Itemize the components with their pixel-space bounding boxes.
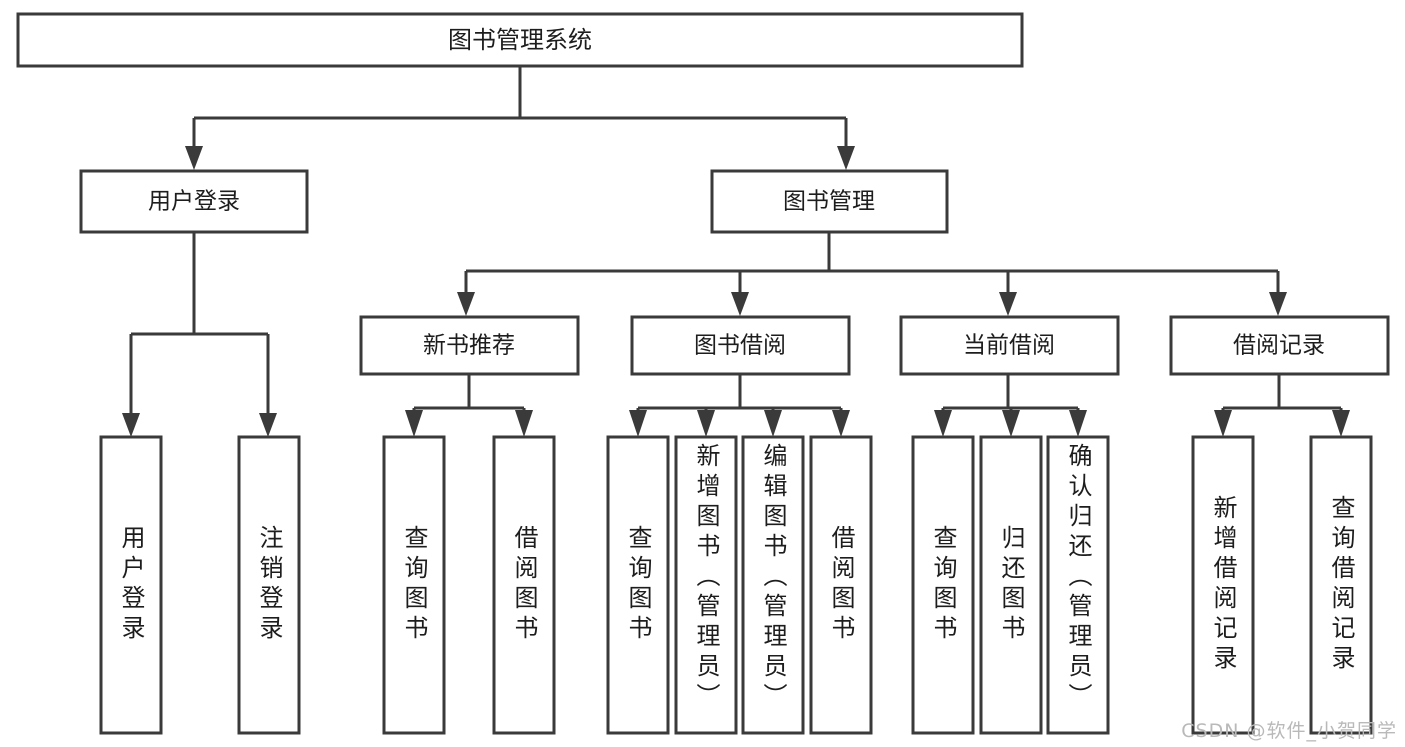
- leaf-logout-login-label: 注销登录: [255, 525, 283, 645]
- leaf-edit-book-label: 编辑图书（管理员）: [759, 443, 787, 713]
- node-current-borrow[interactable]: 当前借阅: [899, 315, 1120, 376]
- leaf-return-book[interactable]: 归还图书: [981, 437, 1041, 733]
- connector-bookmgmt-to-level3: [457, 233, 1287, 316]
- leaf-add-record[interactable]: 新增借阅记录: [1193, 437, 1253, 733]
- leaf-query-record-label: 查询借阅记录: [1327, 495, 1355, 675]
- leaf-box-query-book-3: [911, 435, 975, 735]
- node-book-management-label: 图书管理: [783, 189, 875, 215]
- leaf-query-record[interactable]: 查询借阅记录: [1311, 437, 1371, 733]
- leaf-borrow-book-2[interactable]: 借阅图书: [811, 437, 871, 733]
- leaf-confirm-return-label: 确认归还（管理员）: [1064, 443, 1092, 713]
- leaf-user-login[interactable]: 用户登录: [101, 437, 161, 733]
- leaf-return-book-label: 归还图书: [997, 525, 1025, 645]
- node-borrow-record-label: 借阅记录: [1233, 333, 1325, 359]
- connector-userlogin-to-leaves: [122, 233, 277, 437]
- leaf-query-book-1[interactable]: 查询图书: [384, 437, 444, 733]
- leaf-add-record-label: 新增借阅记录: [1209, 495, 1237, 675]
- leaf-borrow-book-1[interactable]: 借阅图书: [494, 437, 554, 733]
- csdn-watermark: CSDN @软件_小贺同学: [1181, 720, 1397, 742]
- node-borrow-record[interactable]: 借阅记录: [1169, 315, 1390, 376]
- leaf-query-book-3[interactable]: 查询图书: [913, 437, 973, 733]
- leaf-box-add-record: [1191, 435, 1255, 735]
- node-book-management[interactable]: 图书管理: [710, 169, 949, 234]
- leaf-box-borrow-book-1: [492, 435, 556, 735]
- connector-borrowrecord-to-leaves: [1214, 374, 1350, 437]
- leaf-box-logout-login: [237, 435, 301, 735]
- node-root-label: 图书管理系统: [448, 26, 592, 54]
- leaf-box-borrow-book-2: [809, 435, 873, 735]
- leaf-box-query-record: [1309, 435, 1373, 735]
- leaf-box-confirm-return: [1046, 435, 1110, 735]
- leaf-add-book[interactable]: 新增图书（管理员）: [676, 443, 736, 733]
- leaf-box-query-book-2: [606, 435, 670, 735]
- leaf-query-book-2[interactable]: 查询图书: [608, 437, 668, 733]
- node-current-borrow-label: 当前借阅: [963, 333, 1055, 359]
- node-book-borrow[interactable]: 图书借阅: [630, 315, 851, 376]
- leaf-logout-login[interactable]: 注销登录: [239, 437, 299, 733]
- connector-newbook-to-leaves: [405, 374, 533, 437]
- leaf-query-book-3-label: 查询图书: [929, 525, 957, 645]
- node-user-login-label: 用户登录: [148, 189, 240, 215]
- leaf-boxes: [99, 435, 1373, 735]
- leaf-borrow-book-2-label: 借阅图书: [827, 525, 855, 645]
- leaf-box-return-book: [979, 435, 1043, 735]
- leaf-user-login-label: 用户登录: [117, 525, 145, 645]
- connector-currentborrow-to-leaves: [934, 374, 1087, 437]
- leaf-box-query-book-1: [382, 435, 446, 735]
- node-user-login[interactable]: 用户登录: [79, 169, 309, 234]
- leaf-edit-book[interactable]: 编辑图书（管理员）: [743, 443, 803, 733]
- connector-bookborrow-to-leaves: [629, 374, 850, 437]
- leaf-box-user-login: [99, 435, 163, 735]
- leaf-box-edit-book: [741, 435, 805, 735]
- node-new-book-recommend[interactable]: 新书推荐: [359, 315, 580, 376]
- connector-root-to-level2: [185, 66, 855, 170]
- leaf-confirm-return[interactable]: 确认归还（管理员）: [1048, 443, 1108, 733]
- leaf-query-book-1-label: 查询图书: [400, 525, 428, 645]
- leaf-borrow-book-1-label: 借阅图书: [510, 525, 538, 645]
- leaf-query-book-2-label: 查询图书: [624, 525, 652, 645]
- node-new-book-recommend-label: 新书推荐: [423, 333, 515, 359]
- node-book-borrow-label: 图书借阅: [694, 333, 786, 359]
- leaf-add-book-label: 新增图书（管理员）: [692, 443, 720, 713]
- node-root[interactable]: 图书管理系统: [16, 12, 1024, 68]
- leaf-box-add-book: [674, 435, 738, 735]
